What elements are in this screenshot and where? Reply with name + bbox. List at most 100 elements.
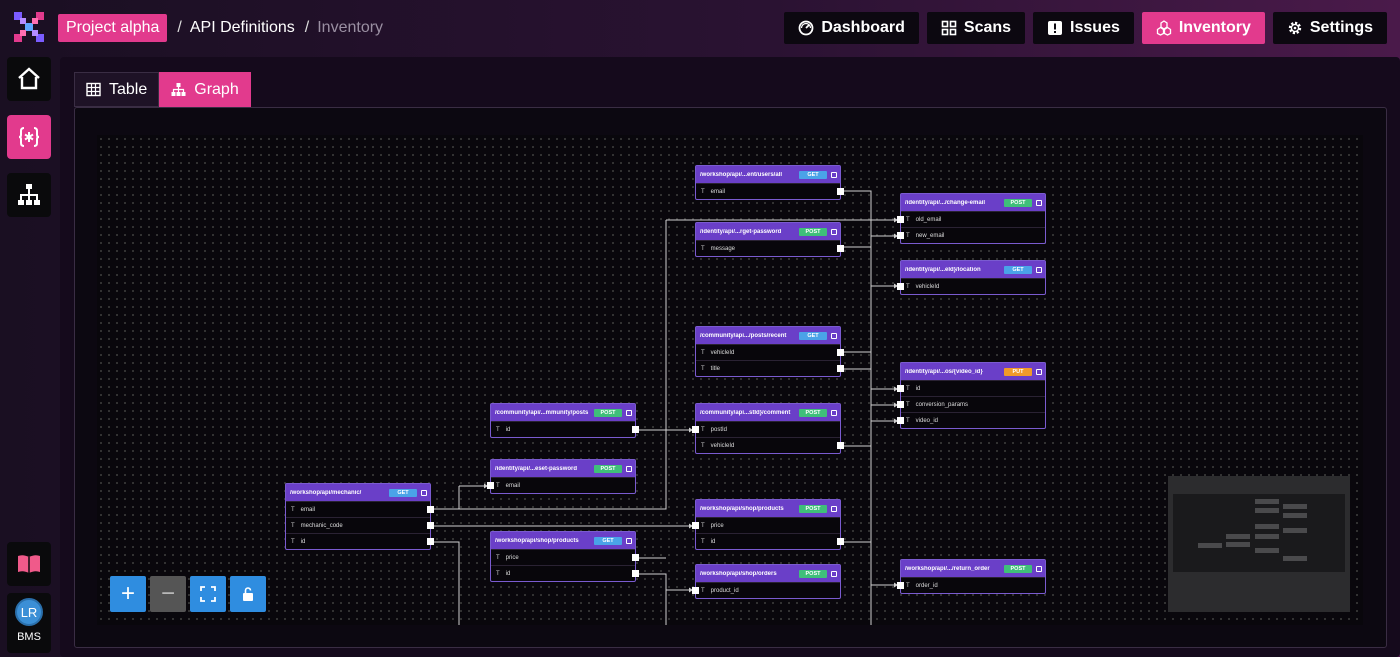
input-port[interactable] [692,522,699,529]
output-port[interactable] [837,188,844,195]
endpoint-path: /community/api.../posts/recent [700,332,787,339]
sidebar-sitemap-button[interactable] [7,173,51,217]
output-port[interactable] [837,538,844,545]
nav-settings-label: Settings [1309,19,1373,36]
nav-issues-label: Issues [1070,19,1120,36]
view-tabs: Table Graph [74,72,251,107]
output-port[interactable] [837,365,844,372]
output-port[interactable] [427,522,434,529]
sidebar-home-button[interactable] [7,57,51,101]
breadcrumb: Project alpha / API Definitions / Invent… [58,14,383,42]
nav-settings-button[interactable]: Settings [1272,12,1387,44]
nav-scans-button[interactable]: Scans [926,12,1026,44]
field-name: id [710,538,716,545]
output-port[interactable] [837,245,844,252]
fit-view-button[interactable] [190,576,226,612]
tab-graph[interactable]: Graph [159,72,251,107]
endpoint-path: /identity/api/.../change-email [905,199,986,206]
field-name: new_email [915,232,945,239]
type-icon: T [906,216,910,223]
field-name: mechanic_code [300,522,343,529]
zoom-out-button[interactable]: − [150,576,186,612]
type-icon: T [906,283,910,290]
output-port[interactable] [427,506,434,513]
method-badge: GET [1004,265,1032,274]
input-port[interactable] [897,582,904,589]
nav-issues-button[interactable]: Issues [1033,12,1134,44]
method-badge: POST [1004,564,1032,573]
input-port[interactable] [897,401,904,408]
output-port[interactable] [632,426,639,433]
endpoint-path: /workshop/api/shop/orders [700,570,777,577]
endpoint-path: /workshop/api/shop/products [495,537,579,544]
type-icon: T [291,538,295,545]
gear-icon [1288,21,1302,35]
input-port[interactable] [897,216,904,223]
nav-inventory-button[interactable]: Inventory [1141,12,1265,44]
sidebar-docs-button[interactable] [7,542,51,586]
method-badge: POST [594,408,622,417]
method-badge: GET [799,170,827,179]
app-logo[interactable] [12,10,46,44]
user-menu[interactable]: LR BMS [7,593,51,653]
nav-scans-label: Scans [963,19,1012,36]
endpoint-path: /identity/api/...eset-password [495,465,578,472]
lock-icon [1036,368,1042,375]
lock-icon [831,332,837,339]
field-name: price [710,522,724,529]
graph-minimap[interactable] [1168,476,1350,612]
lock-icon [1036,199,1042,206]
output-port[interactable] [837,442,844,449]
breadcrumb-project[interactable]: Project alpha [58,14,168,42]
input-port[interactable] [897,283,904,290]
endpoint-path: /workshop/api/shop/products [700,505,784,512]
nav-dashboard-button[interactable]: Dashboard [784,12,919,44]
type-icon: T [701,538,705,545]
zoom-in-button[interactable]: + [110,576,146,612]
output-port[interactable] [837,349,844,356]
input-port[interactable] [692,426,699,433]
lock-toggle-button[interactable] [230,576,266,612]
breadcrumb-section[interactable]: API Definitions [189,19,295,36]
type-icon: T [906,582,910,589]
lock-icon [831,409,837,416]
output-port[interactable] [632,570,639,577]
avatar: LR [15,598,43,626]
method-badge: POST [799,408,827,417]
input-port[interactable] [897,417,904,424]
sidebar-api-definitions-button[interactable] [7,115,51,159]
input-port[interactable] [897,385,904,392]
input-port[interactable] [487,482,494,489]
tab-table[interactable]: Table [74,72,160,107]
field-name: postId [710,426,728,433]
minimap-viewport[interactable] [1173,494,1345,572]
input-port[interactable] [692,587,699,594]
field-name: message [710,245,736,252]
input-port[interactable] [897,232,904,239]
method-badge: GET [799,331,827,340]
breadcrumb-separator: / [304,19,310,36]
output-port[interactable] [427,538,434,545]
output-port[interactable] [632,554,639,561]
field-name: id [300,538,306,545]
type-icon: T [496,554,500,561]
